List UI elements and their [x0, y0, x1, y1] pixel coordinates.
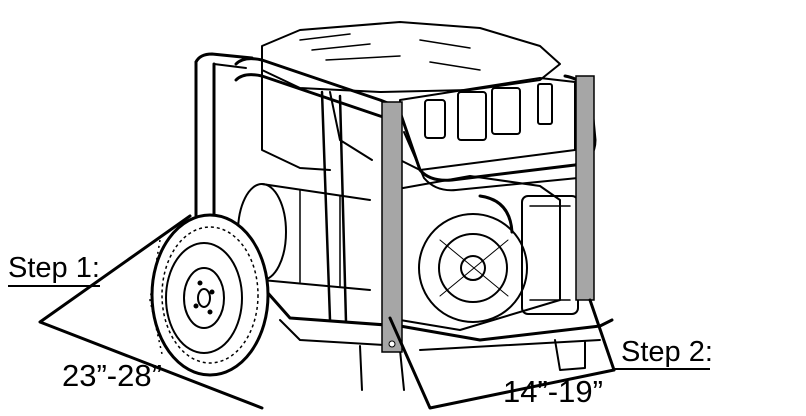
step2-label: Step 2:: [621, 336, 713, 368]
step2-range: 14”-19”: [503, 374, 603, 409]
step1-range: 23”-28”: [62, 358, 162, 393]
outlet-icon: [491, 87, 521, 135]
outlet-icon: [457, 91, 487, 141]
engine-block: [391, 175, 561, 331]
switch-icon: [537, 83, 553, 125]
step2-underline: [612, 368, 710, 370]
measure-bar-left: [381, 101, 403, 353]
step1-underline: [8, 285, 100, 287]
air-filter: [521, 195, 579, 315]
step2-measure-line: [588, 298, 616, 372]
fuel-tank: [261, 21, 561, 93]
outlet-icon: [424, 99, 446, 139]
measure-bar-right: [575, 75, 595, 301]
step1-measure-line: [38, 214, 264, 410]
recoil-starter: [418, 213, 528, 323]
wheel-icon: [149, 213, 270, 377]
step2-measure-line: [388, 316, 616, 410]
step1-label: Step 1:: [8, 252, 100, 284]
foot: [554, 339, 586, 371]
